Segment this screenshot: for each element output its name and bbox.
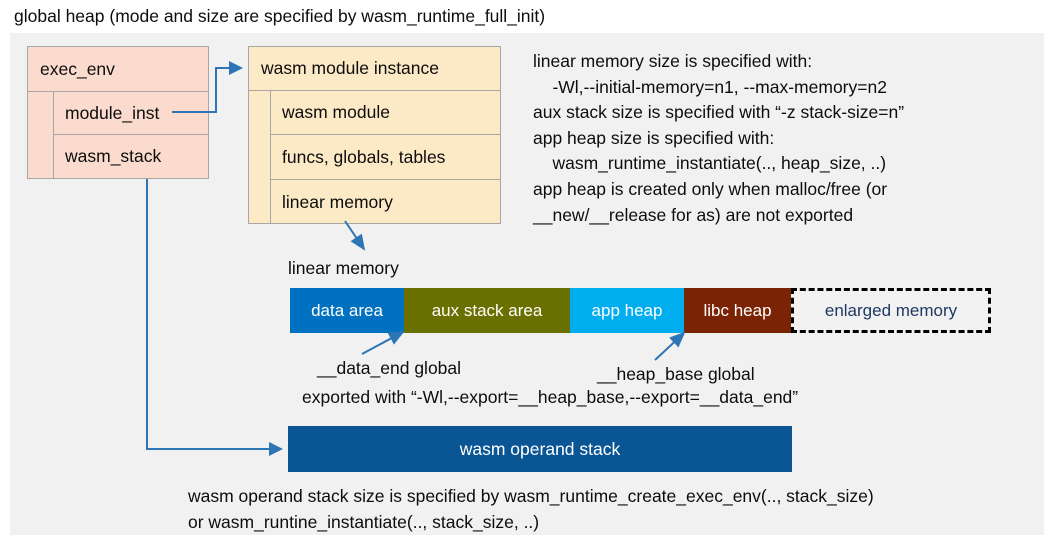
memory-segment-aux-stack-area: aux stack area xyxy=(404,288,570,333)
wasm-module-instance-body: wasm module funcs, globals, tables linea… xyxy=(249,91,500,224)
wasm-module-instance-box: wasm module instance wasm module funcs, … xyxy=(248,46,501,224)
exec-env-gutter xyxy=(28,92,54,179)
linear-memory-label: linear memory xyxy=(288,258,399,278)
wasm-module-instance-gutter xyxy=(249,91,271,224)
exec-env-field-module-inst: module_inst xyxy=(54,92,208,135)
memory-segment-libc-heap: libc heap xyxy=(684,288,791,333)
exec-env-body: module_inst wasm_stack xyxy=(28,92,208,179)
operand-stack-note: wasm operand stack size is specified by … xyxy=(188,486,874,532)
wasm-module-instance-header: wasm module instance xyxy=(249,47,500,91)
wasm-module-instance-fields: wasm module funcs, globals, tables linea… xyxy=(271,91,500,224)
callout-export-flags: exported with “-Wl,--export=__heap_base,… xyxy=(302,387,799,407)
callout-heap-base: __heap_base global xyxy=(597,364,755,384)
exec-env-header: exec_env xyxy=(28,47,208,92)
field-linear-memory: linear memory xyxy=(282,191,393,212)
field-wasm-module: wasm module xyxy=(271,91,500,135)
field-funcs-globals-tables: funcs, globals, tables xyxy=(271,135,500,180)
exec-env-field-wasm-stack: wasm_stack xyxy=(65,146,162,166)
memory-config-notes: linear memory size is specified with: -W… xyxy=(533,51,905,225)
wasm-operand-stack-bar: wasm operand stack xyxy=(288,426,792,472)
memory-segment-data-area: data area xyxy=(290,288,404,333)
callout-data-end: __data_end global xyxy=(317,358,462,378)
memory-segment-enlarged-memory: enlarged memory xyxy=(791,288,991,333)
exec-env-fields: module_inst wasm_stack xyxy=(54,92,208,179)
page-title: global heap (mode and size are specified… xyxy=(14,6,546,26)
exec-env-box: exec_env module_inst wasm_stack xyxy=(27,46,209,179)
memory-segment-app-heap: app heap xyxy=(570,288,684,333)
